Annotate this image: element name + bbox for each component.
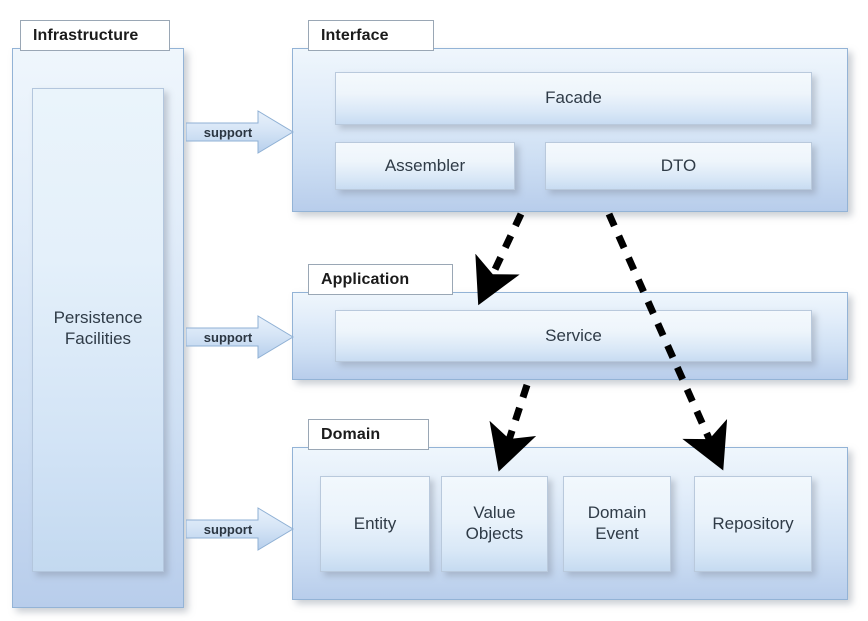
box-persistence-facilities: Persistence Facilities: [32, 88, 164, 572]
box-service: Service: [335, 310, 812, 362]
support-arrow-interface: support: [186, 110, 294, 154]
tab-domain: Domain: [308, 419, 429, 450]
persistence-facilities-label: Persistence Facilities: [54, 307, 143, 350]
assembler-label: Assembler: [384, 155, 466, 175]
box-dto: DTO: [545, 142, 812, 190]
support-arrow-domain: support: [186, 507, 294, 551]
facade-label: Facade: [545, 88, 602, 108]
box-entity: Entity: [320, 476, 430, 572]
service-label: Service: [545, 325, 602, 345]
box-facade: Facade: [335, 72, 812, 125]
tab-application: Application: [308, 264, 453, 295]
value-objects-line1: Value: [473, 503, 516, 523]
dependency-arrow-application-domain: [489, 383, 537, 472]
domain-event-line1: Domain: [587, 503, 647, 523]
tab-interface-label: Interface: [321, 26, 389, 44]
domain-event-label: Domain Event: [588, 503, 647, 544]
tab-domain-label: Domain: [321, 425, 381, 443]
box-value-objects: Value Objects: [441, 476, 548, 572]
tab-infrastructure-label: Infrastructure: [33, 26, 139, 44]
persistence-facilities-line2: Facilities: [64, 329, 132, 349]
box-assembler: Assembler: [335, 142, 515, 190]
box-repository: Repository: [694, 476, 812, 572]
repository-label: Repository: [712, 513, 794, 533]
persistence-facilities-line1: Persistence: [53, 308, 143, 327]
box-domain-event: Domain Event: [563, 476, 671, 572]
value-objects-label: Value Objects: [466, 503, 524, 544]
support-arrow-application: support: [186, 315, 294, 359]
tab-infrastructure: Infrastructure: [20, 20, 170, 51]
dependency-arrow-interface-application: [475, 212, 525, 306]
domain-event-line2: Event: [595, 524, 639, 543]
dto-label: DTO: [660, 155, 697, 175]
value-objects-line2: Objects: [465, 524, 524, 543]
tab-interface: Interface: [308, 20, 434, 51]
tab-application-label: Application: [321, 270, 410, 288]
entity-label: Entity: [353, 513, 397, 533]
